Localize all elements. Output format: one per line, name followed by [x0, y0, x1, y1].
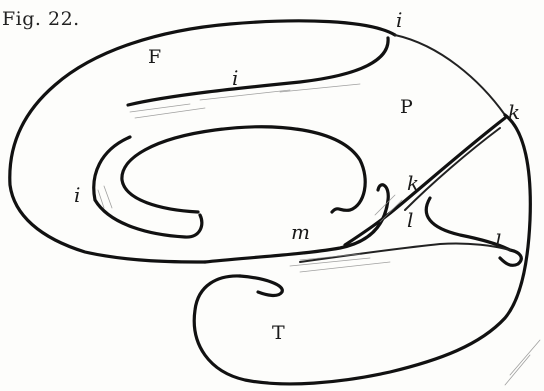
- cingulate-lower-fold: [94, 137, 202, 237]
- label-k-middle: k: [407, 173, 419, 193]
- label-temporal-T: T: [272, 324, 285, 343]
- label-i-top: i: [396, 10, 402, 30]
- label-l-right: l: [495, 231, 501, 251]
- temporal-hook: [240, 276, 282, 295]
- occipital-contour: [194, 115, 530, 384]
- label-i-left: i: [74, 185, 80, 205]
- parieto-occipital-sulcus: [345, 118, 505, 245]
- label-k-right: k: [508, 102, 520, 122]
- parieto-occipital-sulcus-inner: [405, 128, 500, 210]
- label-l-middle: l: [407, 210, 413, 230]
- label-parietal-P: P: [400, 98, 413, 117]
- label-i-middle: i: [232, 68, 238, 88]
- collateral-line: [300, 243, 510, 262]
- superior-frontal-fold: [128, 38, 388, 105]
- label-frontal-F: F: [148, 48, 161, 67]
- corpus-callosum-arc: [122, 127, 365, 212]
- calcarine-sulcus: [426, 198, 521, 265]
- label-m: m: [291, 222, 310, 242]
